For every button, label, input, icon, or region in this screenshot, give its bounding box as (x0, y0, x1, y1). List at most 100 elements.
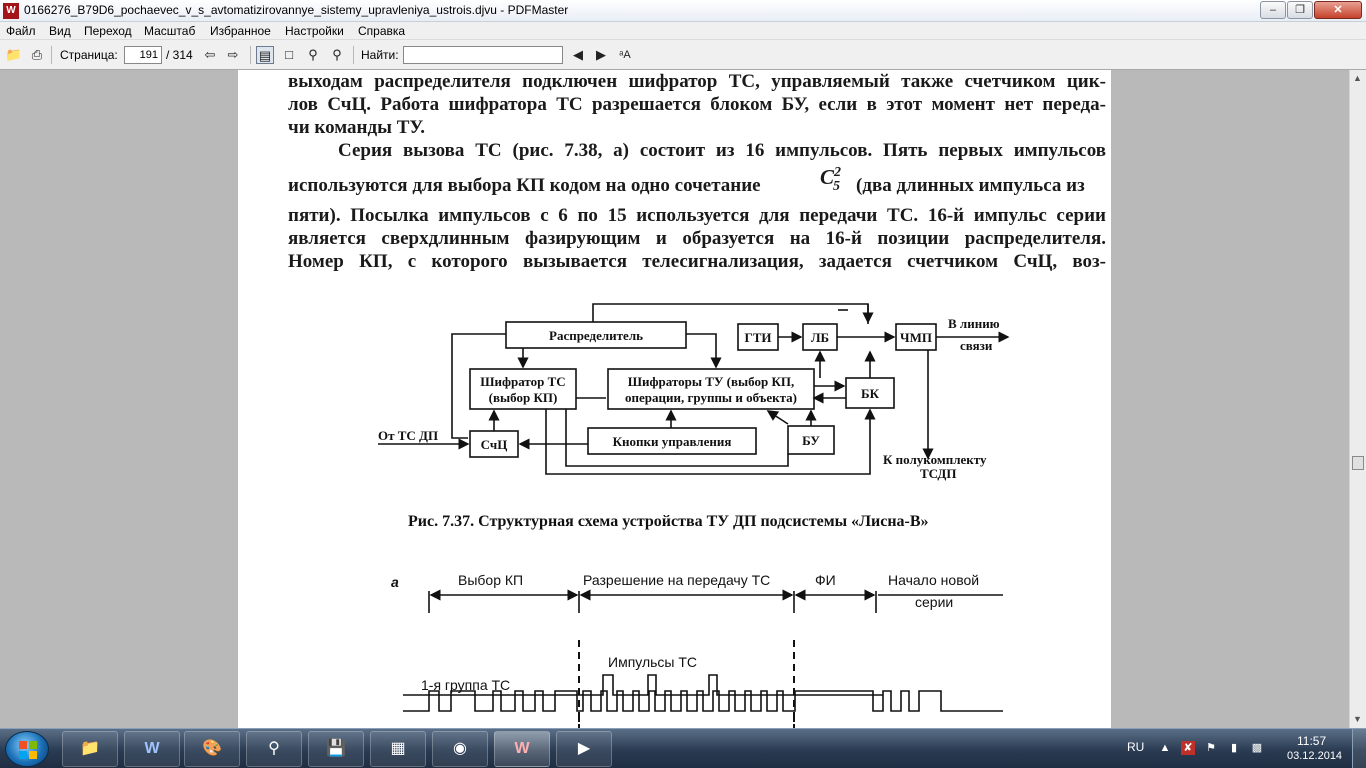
buttons-label: Кнопки управления (613, 434, 732, 449)
taskbar-word-icon[interactable]: W (124, 731, 180, 767)
zoom-out-icon[interactable]: ⚲ (308, 47, 318, 62)
to-half-sublabel: ТСДП (920, 466, 956, 481)
segment-select-label: Выбор КП (458, 572, 523, 588)
tc-encoder-sublabel: (выбор КП) (489, 390, 558, 405)
segment-allow-label: Разрешение на передачу ТС (583, 572, 770, 588)
gti-label: ГТИ (744, 330, 771, 345)
title-bar: W 0166276_B79D6_pochaevec_v_s_avtomatizi… (0, 0, 1366, 22)
taskbar-paint-icon[interactable]: 🎨 (184, 731, 240, 767)
toolbar-separator (51, 46, 52, 64)
pdfmaster-app-icon[interactable]: W (3, 3, 19, 19)
lb-label: ЛБ (811, 330, 829, 345)
tu-encoders-block (607, 368, 815, 410)
antivirus-icon[interactable]: ✘ (1181, 741, 1195, 755)
from-tc-label: От ТС ДП (378, 428, 438, 443)
segment-new-sublabel: серии (915, 594, 953, 610)
find-input[interactable] (403, 46, 563, 64)
taskbar-search-icon[interactable]: ⚲ (246, 731, 302, 767)
menu-go[interactable]: Переход (84, 24, 132, 38)
menu-view[interactable]: Вид (49, 24, 71, 38)
to-half-label: К полукомплекту (883, 452, 987, 467)
clock-time[interactable]: 11:57 (1297, 734, 1327, 748)
back-arrow-icon[interactable]: ⇦ (204, 47, 216, 62)
maximize-button[interactable]: ❐ (1287, 1, 1313, 19)
text-line: используются для выбора КП кодом на одно… (288, 175, 761, 196)
page-label: Страница: (60, 48, 118, 62)
line-out-label: В линию (948, 316, 1000, 331)
vertical-scrollbar[interactable]: ▲ ▼ (1349, 70, 1366, 728)
segment-fi-label: ФИ (815, 572, 836, 588)
tc-encoder-block (469, 368, 577, 410)
power-icon[interactable]: ▮ (1230, 742, 1238, 754)
toolbar-separator (250, 46, 251, 64)
print-icon[interactable]: ⎙ (31, 47, 43, 62)
schc-label: СчЦ (481, 437, 508, 452)
document-viewer[interactable]: выходам распределителя подключен шифрато… (0, 70, 1349, 728)
menu-file[interactable]: Файл (6, 24, 36, 38)
tu-encoders-label: Шифраторы ТУ (выбор КП, (628, 374, 795, 389)
toolbar: 📁 ⎙ Страница: 191 / 314 ⇦ ⇨ ▤ □ ⚲ ⚲ Найт… (0, 40, 1366, 70)
font-case-icon[interactable]: ᵃA (619, 49, 631, 61)
find-prev-icon[interactable]: ◀ (573, 47, 583, 62)
network-icon[interactable]: ▩ (1251, 742, 1263, 754)
segment-new-label: Начало новой (888, 572, 979, 588)
page-total: / 314 (166, 48, 193, 62)
show-desktop-button[interactable] (1352, 729, 1366, 768)
tc-encoder-label: Шифратор ТС (480, 374, 565, 389)
taskbar-pdfmaster-icon[interactable]: W (494, 731, 550, 767)
text-line: чи команды ТУ. (288, 117, 425, 138)
action-center-icon[interactable]: ⚑ (1206, 742, 1216, 754)
group-timing-line: Импульсы ТС 1-я группа ТС (403, 640, 883, 728)
menu-settings[interactable]: Настройки (285, 24, 344, 38)
windows-logo-icon (19, 741, 37, 759)
taskbar-media-icon[interactable]: ▶ (556, 731, 612, 767)
group-label: 1-я группа ТС (421, 677, 510, 693)
text-line: лов СчЦ. Работа шифратора ТС разрешается… (288, 94, 1106, 115)
tu-encoders-sublabel: операции, группы и объекта) (625, 390, 797, 405)
clock-date[interactable]: 03.12.2014 (1287, 750, 1343, 762)
taskbar-calculator-icon[interactable]: ▦ (370, 731, 426, 767)
scroll-up-icon[interactable]: ▲ (1353, 73, 1362, 83)
page-number-input[interactable]: 191 (124, 46, 162, 64)
forward-arrow-icon[interactable]: ⇨ (227, 47, 239, 62)
find-next-icon[interactable]: ▶ (596, 47, 606, 62)
menu-help[interactable]: Справка (358, 24, 406, 38)
window-title: 0166276_B79D6_pochaevec_v_s_avtomatiziro… (24, 3, 569, 17)
taskbar: 📁 W 🎨 ⚲ 💾 ▦ ◉ W ▶ RU ▲ ✘ ⚑ ▮ ▩ 11:57 03.… (0, 728, 1366, 768)
text-line: выходам распределителя подключен шифрато… (288, 71, 1106, 92)
language-indicator[interactable]: RU (1127, 740, 1145, 754)
text-line: пяти). Посылка импульсов с 6 по 15 испол… (288, 205, 1106, 226)
fit-page-icon[interactable]: □ (285, 47, 293, 62)
find-label: Найти: (361, 48, 399, 62)
block-diagram: Распределитель ГТИ ЛБ ЧМП Шифратор ТС (в… (378, 303, 1010, 481)
toolbar-separator (353, 46, 354, 64)
show-hidden-icon[interactable]: ▲ (1159, 742, 1171, 754)
scroll-down-icon[interactable]: ▼ (1353, 714, 1362, 724)
fit-width-icon[interactable]: ▤ (256, 46, 274, 64)
line-out-sublabel: связи (960, 338, 993, 353)
bu-label: БУ (802, 433, 820, 448)
taskbar-explorer-icon[interactable]: 📁 (62, 731, 118, 767)
open-icon[interactable]: 📁 (5, 47, 23, 62)
scroll-thumb[interactable] (1352, 456, 1364, 470)
text-line: Серия вызова ТС (рис. 7.38, а) состоит и… (338, 140, 1106, 161)
bk-label: БК (861, 386, 880, 401)
zoom-in-icon[interactable]: ⚲ (332, 47, 342, 62)
text-line: Номер КП, с которого вызывается телесигн… (288, 251, 1106, 272)
figure-caption: Рис. 7.37. Структурная схема устройства … (408, 513, 929, 530)
menu-favorites[interactable]: Избранное (210, 24, 271, 38)
start-button[interactable] (5, 731, 49, 767)
minimize-button[interactable]: – (1260, 1, 1286, 19)
menu-bar: Файл Вид Переход Масштаб Избранное Настр… (0, 22, 1366, 40)
distributor-label: Распределитель (549, 328, 643, 343)
text-line: (два длинных импульса из (856, 175, 1085, 196)
taskbar-save-icon[interactable]: 💾 (308, 731, 364, 767)
menu-zoom[interactable]: Масштаб (144, 24, 196, 38)
document-page: выходам распределителя подключен шифрато… (238, 70, 1111, 728)
chmp-label: ЧМП (900, 330, 932, 345)
distributor-block (505, 321, 687, 349)
formula: C25 (820, 165, 842, 194)
buttons-block (587, 427, 757, 455)
taskbar-browser-icon[interactable]: ◉ (432, 731, 488, 767)
close-button[interactable]: ✕ (1314, 1, 1362, 19)
